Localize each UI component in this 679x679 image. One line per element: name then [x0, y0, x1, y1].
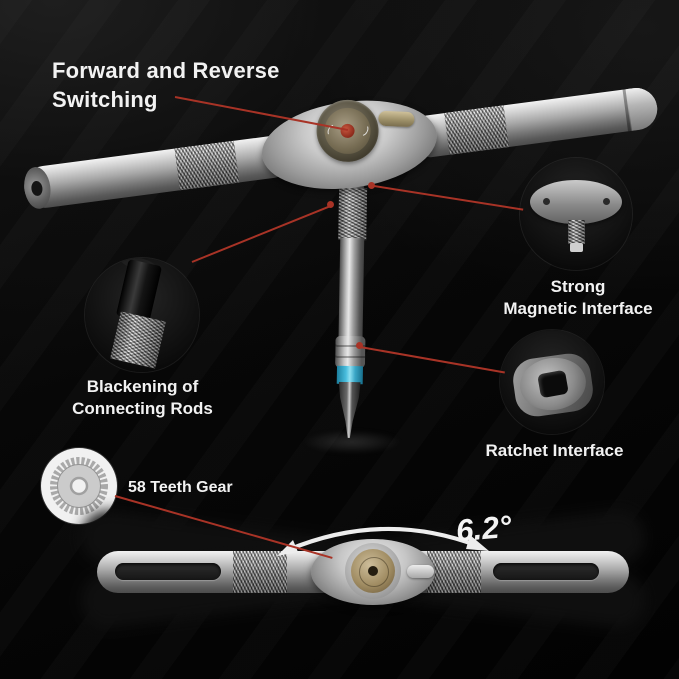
blue-ring	[336, 365, 364, 385]
gear-icon	[50, 457, 108, 515]
top-view-tool	[77, 507, 649, 631]
inset-magnetic-interface	[520, 158, 632, 270]
switch-lever	[378, 110, 415, 128]
rod-knurl	[110, 311, 166, 369]
socket-square-hole	[537, 369, 569, 399]
shaft-body	[338, 237, 365, 341]
angle-label: 6.2°	[454, 508, 513, 549]
anchor-dot-ratchet	[356, 342, 363, 349]
label-teeth-gear: 58 Teeth Gear	[128, 479, 233, 496]
label-switching: Forward and Reverse Switching	[52, 58, 280, 113]
rotation-arc-icon	[277, 526, 489, 556]
top-dial-inner-ring	[359, 557, 389, 587]
chuck-collar	[334, 335, 366, 369]
inset-blackened-rod	[85, 258, 199, 372]
right-handle-knurl	[444, 105, 510, 155]
tip-shadow	[302, 430, 402, 454]
right-handle-end-cap	[626, 85, 660, 131]
magnet-screw-icon	[543, 198, 550, 205]
top-knurl-right	[427, 551, 481, 593]
top-hub-button	[407, 565, 434, 578]
magnet-tip	[570, 243, 583, 252]
handle-slot-right	[493, 563, 599, 580]
top-dial-hole	[368, 566, 378, 576]
left-handle	[21, 134, 285, 211]
label-magnetic-interface: Strong Magnetic Interface	[503, 277, 653, 319]
magnet-screw-icon	[603, 198, 610, 205]
top-knurl-left	[233, 551, 287, 593]
label-blackening-rods: Blackening of Connecting Rods	[72, 377, 213, 419]
phillips-bit	[336, 382, 363, 438]
anchor-dot-blackening	[327, 201, 334, 208]
magnet-stem	[568, 220, 585, 244]
inset-ratchet-interface	[500, 330, 604, 434]
inset-gear	[41, 448, 117, 524]
anchor-dot-magnetic	[368, 182, 375, 189]
label-ratchet-interface: Ratchet Interface	[485, 441, 624, 460]
handle-slot-left	[115, 563, 221, 580]
left-handle-knurl	[174, 140, 240, 191]
